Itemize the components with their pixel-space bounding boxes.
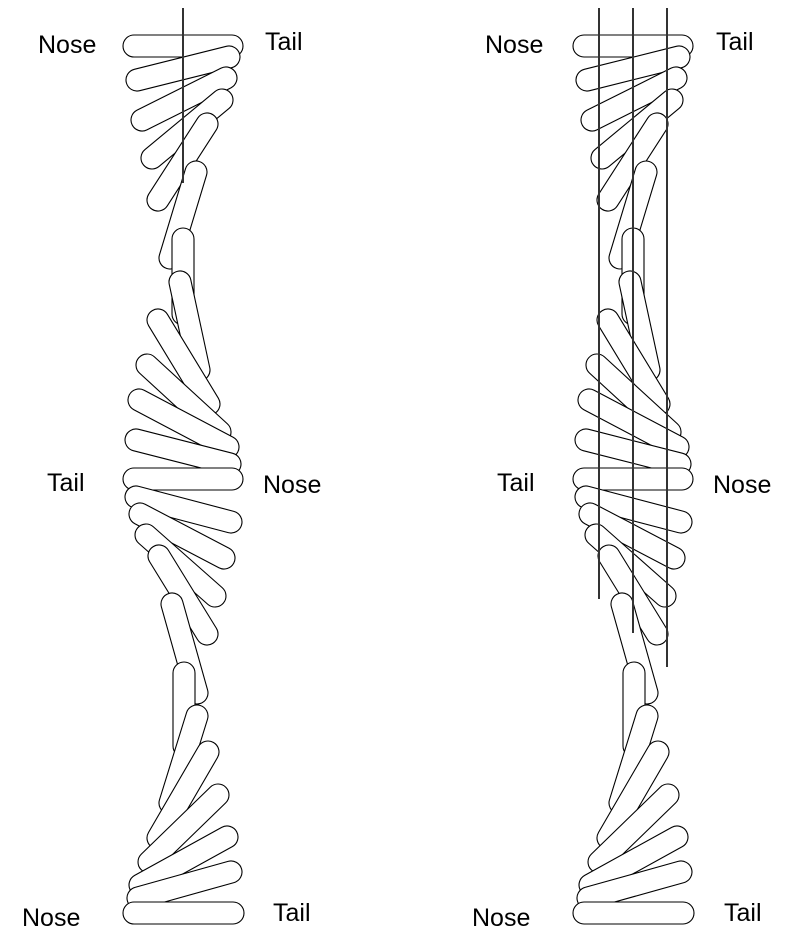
right-top-tail-label: Tail: [716, 28, 754, 56]
right-bottom-nose-label: Nose: [472, 904, 531, 932]
left-top-nose-label: Nose: [38, 31, 97, 59]
right-bottom-tail-label: Tail: [724, 899, 762, 927]
right-mid-nose-label: Nose: [713, 471, 772, 499]
rod-13: [122, 467, 244, 491]
left-bottom-tail-label: Tail: [273, 899, 311, 927]
panel-right: [572, 8, 695, 925]
rod-4: [140, 88, 234, 170]
rod-25: [122, 901, 245, 925]
rod-14: [124, 485, 243, 534]
left-bottom-nose-label: Nose: [22, 904, 81, 932]
left-mid-tail-label: Tail: [47, 469, 85, 497]
panel-left: [122, 8, 245, 925]
rod-25: [572, 901, 695, 925]
right-mid-tail-label: Tail: [497, 469, 535, 497]
left-top-tail-label: Tail: [265, 28, 303, 56]
rod-15: [128, 502, 236, 570]
left-mid-nose-label: Nose: [263, 471, 322, 499]
right-top-nose-label: Nose: [485, 31, 544, 59]
rod-17: [147, 544, 219, 646]
